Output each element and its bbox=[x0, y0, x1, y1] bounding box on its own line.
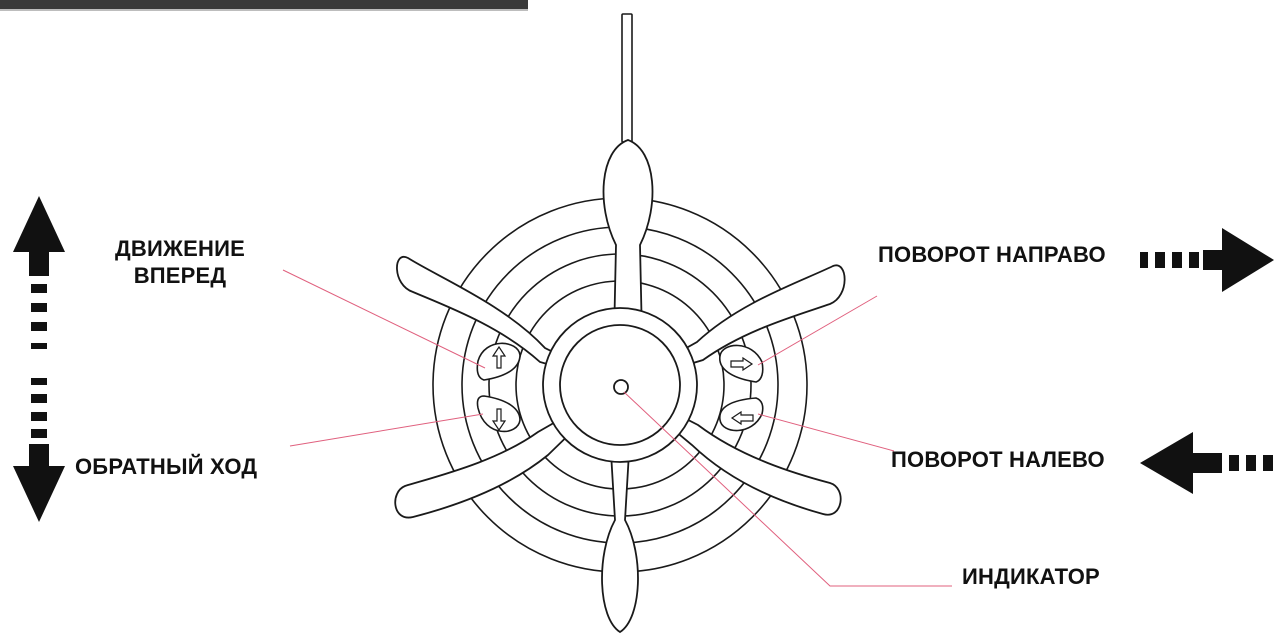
turn-right-button[interactable] bbox=[720, 345, 763, 382]
forward-reverse-arrow-icon bbox=[13, 196, 65, 522]
forward-label: ДВИЖЕНИЕ ВПЕРЕД bbox=[100, 235, 260, 289]
forward-label-line2: ВПЕРЕД bbox=[100, 262, 260, 289]
reverse-button[interactable] bbox=[477, 396, 520, 431]
indicator-label: ИНДИКАТОР bbox=[962, 563, 1100, 590]
arrow-up-head bbox=[13, 196, 65, 252]
leader-reverse bbox=[290, 414, 483, 446]
arrow-down-head bbox=[13, 466, 65, 522]
reverse-label: ОБРАТНЫЙ ХОД bbox=[75, 453, 257, 480]
indicator-light bbox=[614, 380, 628, 394]
turn-right-arrow-icon bbox=[1140, 228, 1274, 292]
turn-left-label: ПОВОРОТ НАЛЕВО bbox=[891, 446, 1105, 473]
forward-button[interactable] bbox=[477, 343, 520, 380]
turn-left-button[interactable] bbox=[720, 398, 763, 431]
forward-label-line1: ДВИЖЕНИЕ bbox=[100, 235, 260, 262]
turn-right-label: ПОВОРОТ НАПРАВО bbox=[878, 241, 1106, 268]
antenna-icon bbox=[622, 14, 632, 142]
leader-turn-left bbox=[758, 414, 894, 451]
turn-left-arrow-icon bbox=[1140, 432, 1273, 494]
